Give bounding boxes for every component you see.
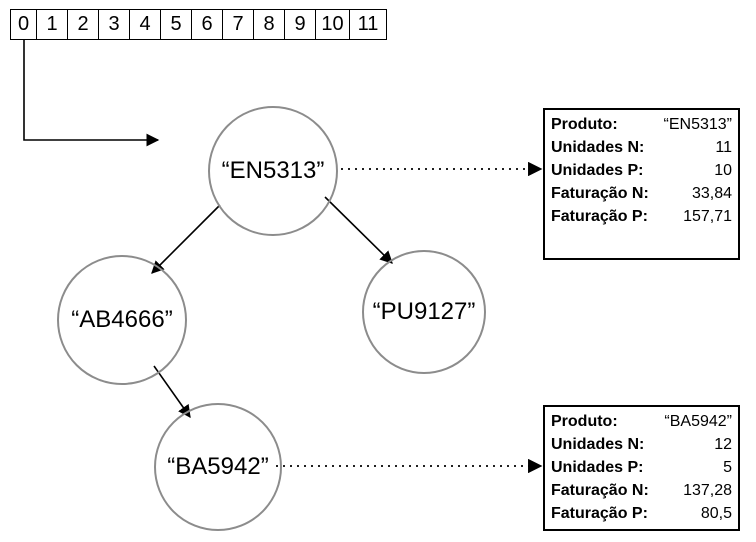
info-value: “EN5313” [663, 116, 732, 133]
info-row-unidades-p: Unidades P: 10 [551, 159, 732, 182]
info-row-faturacao-p: Faturação P: 157,71 [551, 205, 732, 228]
info-value: 80,5 [700, 505, 732, 522]
root-left-edge [151, 204, 221, 274]
info-value: “BA5942” [664, 413, 732, 430]
array-cell: 5 [161, 10, 192, 39]
array-cell: 8 [254, 10, 285, 39]
array-cell: 3 [99, 10, 130, 39]
info-label: Faturação N: [551, 482, 649, 499]
root-right-edge [324, 196, 393, 264]
info-value: 5 [723, 459, 732, 476]
array-cell: 10 [316, 10, 350, 39]
left-child-edge [153, 365, 191, 419]
info-label: Produto: [551, 116, 618, 133]
info-value: 33,84 [691, 185, 732, 202]
node-label: “PU9127” [372, 298, 476, 325]
info-box-leaf: Produto: “BA5942” Unidades N: 12 Unidade… [543, 405, 740, 531]
info-row-unidades-n: Unidades N: 12 [551, 433, 732, 456]
node-label: “BA5942” [167, 453, 269, 480]
info-label: Faturação P: [551, 505, 648, 522]
array-cell: 9 [285, 10, 316, 39]
node-label: “AB4666” [71, 306, 173, 333]
info-box-root: Produto: “EN5313” Unidades N: 11 Unidade… [543, 108, 740, 260]
array-cell: 6 [192, 10, 223, 39]
array-cell: 2 [68, 10, 99, 39]
node-label: “EN5313” [221, 157, 325, 184]
info-row-faturacao-n: Faturação N: 33,84 [551, 182, 732, 205]
info-label: Unidades P: [551, 459, 644, 476]
array-cell: 7 [223, 10, 254, 39]
info-label: Faturação N: [551, 185, 649, 202]
info-value: 11 [715, 139, 732, 156]
array-cell: 1 [37, 10, 68, 39]
info-label: Unidades N: [551, 436, 645, 453]
info-row-unidades-n: Unidades N: 11 [551, 136, 732, 159]
hash-array: 0 1 2 3 4 5 6 7 8 9 10 11 [10, 9, 387, 40]
tree-node-left: “AB4666” [57, 255, 187, 385]
info-value: 12 [714, 436, 732, 453]
array-cell: 4 [130, 10, 161, 39]
tree-node-left-right: “BA5942” [154, 403, 282, 531]
info-label: Faturação P: [551, 208, 648, 225]
array-cell: 0 [11, 10, 37, 39]
tree-node-root: “EN5313” [208, 106, 338, 236]
info-row-faturacao-n: Faturação N: 137,28 [551, 479, 732, 502]
info-row-produto: Produto: “BA5942” [551, 410, 732, 433]
info-label: Produto: [551, 413, 618, 430]
array-to-root-arrow [23, 40, 160, 147]
info-row-faturacao-p: Faturação P: 80,5 [551, 502, 732, 525]
info-value: 157,71 [683, 208, 732, 225]
info-row-produto: Produto: “EN5313” [551, 113, 732, 136]
info-value: 137,28 [683, 482, 732, 499]
info-value: 10 [714, 162, 732, 179]
info-label: Unidades P: [551, 162, 644, 179]
info-label: Unidades N: [551, 139, 645, 156]
info-row-unidades-p: Unidades P: 5 [551, 456, 732, 479]
array-cell: 11 [357, 13, 379, 35]
tree-node-right: “PU9127” [362, 250, 486, 374]
